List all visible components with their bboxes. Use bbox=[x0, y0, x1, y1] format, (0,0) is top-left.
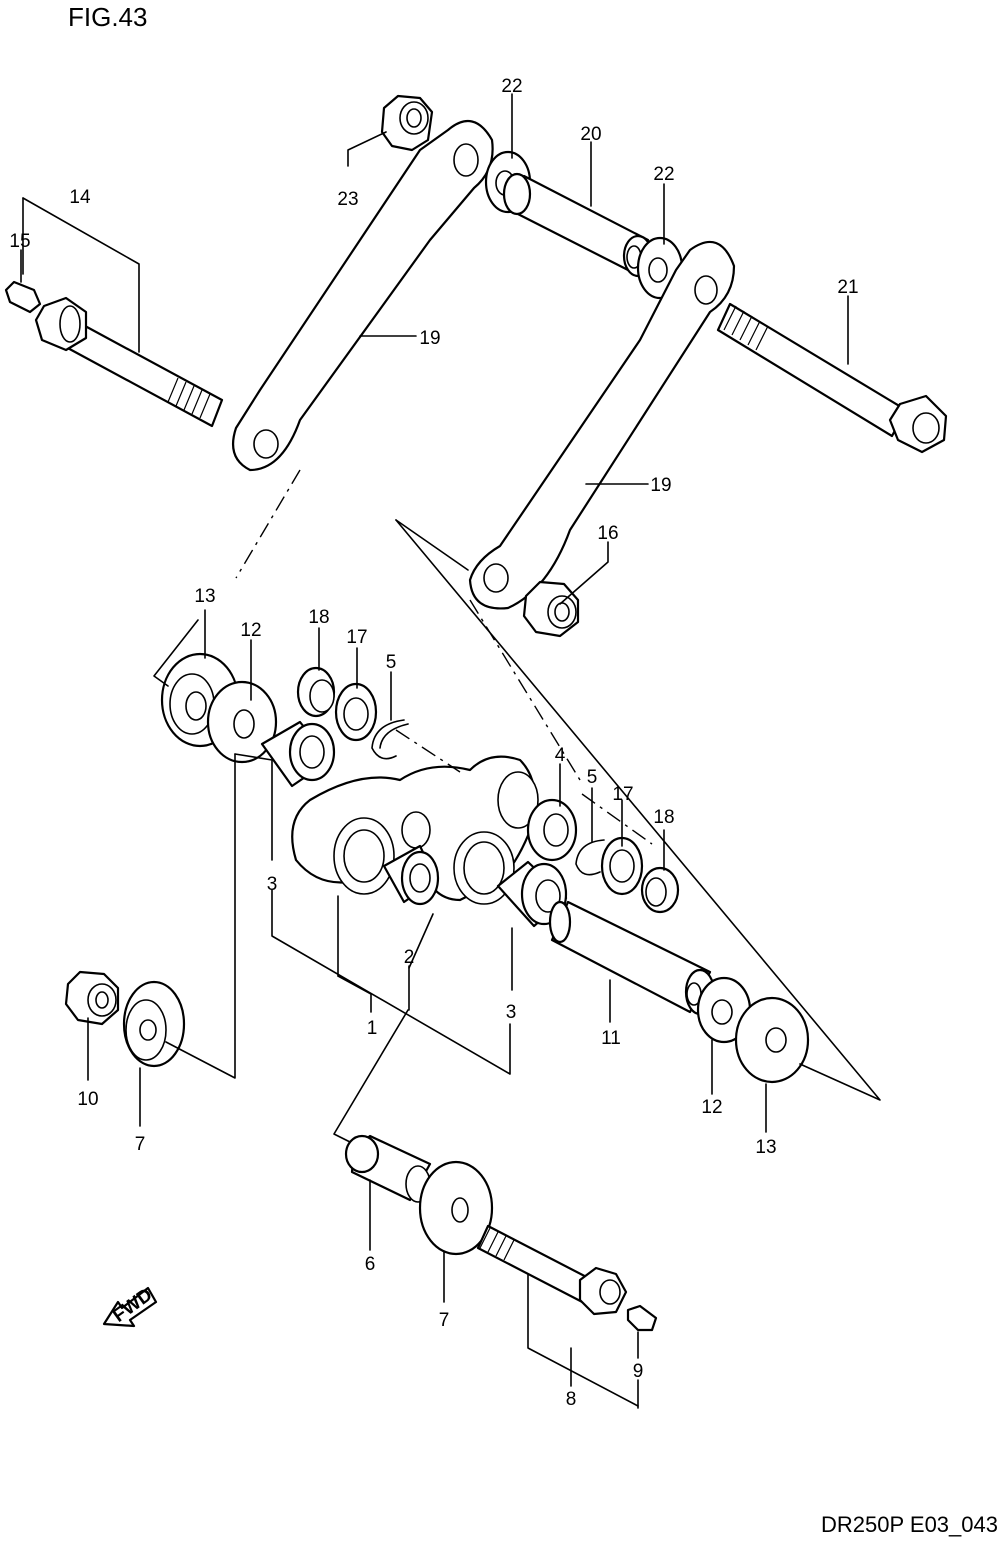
callout-6: 6 bbox=[365, 1254, 376, 1275]
callout-13: 13 bbox=[755, 1137, 776, 1158]
callout-5: 5 bbox=[587, 767, 598, 788]
callout-11: 11 bbox=[601, 1028, 621, 1049]
callout-17: 17 bbox=[346, 627, 367, 648]
part-10-nut bbox=[64, 970, 120, 1026]
part-16-nut bbox=[522, 580, 580, 638]
leader-lines bbox=[20, 93, 881, 1409]
part-3-bearing-a bbox=[260, 720, 336, 788]
part-5-circlip-b bbox=[575, 839, 605, 876]
part-5-circlip-a bbox=[371, 719, 409, 760]
callout-15: 15 bbox=[9, 231, 30, 252]
part-19-link-left bbox=[232, 119, 494, 472]
part-4-bearing bbox=[526, 798, 578, 862]
callout-21: 21 bbox=[837, 277, 858, 298]
callout-22: 22 bbox=[653, 164, 674, 185]
part-8-bolt bbox=[476, 1224, 628, 1316]
part-7-washer-b bbox=[418, 1160, 494, 1256]
part-12-washer-a bbox=[206, 680, 278, 764]
part-14-bolt bbox=[34, 296, 224, 428]
callout-12: 12 bbox=[240, 620, 261, 641]
part-23-nut bbox=[380, 94, 434, 152]
part-18-collar-a bbox=[296, 666, 336, 718]
part-15-grease-nipple bbox=[4, 280, 42, 314]
part-20-spacer bbox=[502, 172, 654, 278]
callout-18: 18 bbox=[308, 607, 329, 628]
callout-12: 12 bbox=[701, 1097, 722, 1118]
part-2-bearing bbox=[382, 844, 440, 906]
callout-20: 20 bbox=[580, 124, 601, 145]
callout-18: 18 bbox=[653, 807, 674, 828]
callout-3: 3 bbox=[267, 874, 278, 895]
part-1-cushion-lever bbox=[291, 755, 539, 905]
part-21-bolt bbox=[716, 302, 948, 454]
callout-9: 9 bbox=[633, 1361, 644, 1382]
callout-14: 14 bbox=[69, 187, 91, 208]
callout-labels: 23 22 20 22 14 15 19 21 19 16 13 12 18 1… bbox=[9, 76, 858, 1410]
callout-2: 2 bbox=[404, 947, 415, 968]
callout-23: 23 bbox=[337, 189, 358, 210]
callout-8: 8 bbox=[566, 1389, 577, 1410]
figure-code: DR250P E03_043 bbox=[821, 1512, 998, 1537]
part-11-spacer bbox=[548, 900, 716, 1016]
callout-16: 16 bbox=[597, 523, 618, 544]
callout-5: 5 bbox=[386, 652, 397, 673]
part-17-seal-b bbox=[600, 836, 644, 896]
part-13-seal-b bbox=[734, 996, 810, 1084]
part-9-grease-nipple bbox=[626, 1304, 658, 1332]
callout-19: 19 bbox=[650, 475, 671, 496]
fwd-arrow-icon: FWD bbox=[102, 1284, 158, 1328]
part-6-collar bbox=[344, 1134, 432, 1203]
callout-1: 1 bbox=[367, 1018, 378, 1039]
callout-10: 10 bbox=[77, 1089, 98, 1110]
callout-4: 4 bbox=[555, 745, 566, 766]
callout-7: 7 bbox=[135, 1134, 146, 1155]
callout-13: 13 bbox=[194, 586, 215, 607]
figure-title: FIG.43 bbox=[68, 2, 148, 32]
part-19-link-right bbox=[468, 240, 736, 610]
part-18-collar-b bbox=[640, 866, 680, 914]
callout-17: 17 bbox=[612, 784, 633, 805]
part-7-washer-a bbox=[122, 980, 186, 1068]
callout-3: 3 bbox=[506, 1002, 517, 1023]
callout-19: 19 bbox=[419, 328, 440, 349]
part-17-seal-a bbox=[334, 682, 378, 742]
callout-22: 22 bbox=[501, 76, 522, 97]
callout-7: 7 bbox=[439, 1310, 450, 1331]
